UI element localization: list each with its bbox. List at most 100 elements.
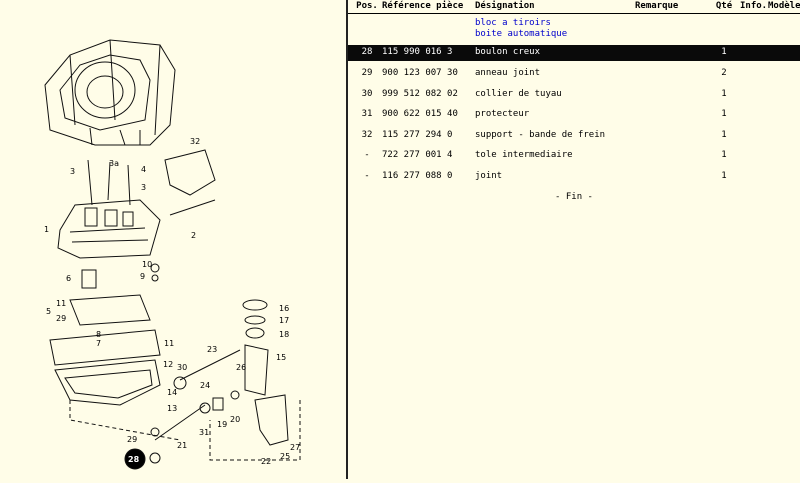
svg-text:28: 28 [128, 455, 140, 464]
cap-16-icon [242, 299, 268, 311]
row-ref: 999 512 082 02 [382, 89, 458, 99]
valve-body-icon [57, 159, 161, 259]
callout-28-highlight[interactable]: 28 [124, 448, 146, 470]
callout-2[interactable]: 2 [191, 231, 196, 240]
filter-element-icon [81, 269, 97, 289]
row-qte: 1 [721, 109, 727, 119]
bolt-28-icon [149, 452, 161, 464]
callout-22[interactable]: 22 [261, 457, 271, 466]
table-row[interactable]: 29 900 123 007 30 anneau joint 2 [348, 66, 800, 82]
header-ref: Référence pièce [382, 1, 464, 11]
parts-list-panel: Pos. Référence pièce Désignation Remarqu… [348, 0, 800, 479]
callout-25[interactable]: 25 [280, 452, 290, 461]
callout-3[interactable]: 3 [70, 167, 75, 176]
row-designation: protecteur [475, 109, 530, 119]
row-ref: 115 277 294 0 [382, 130, 453, 140]
row-ref: 115 990 016 3 [382, 47, 453, 57]
strainer-icon [69, 294, 151, 326]
callout-8[interactable]: 8 [96, 330, 101, 339]
callout-14[interactable]: 14 [167, 388, 177, 397]
group-title-line1: bloc a tiroirs [475, 18, 551, 28]
callout-3b[interactable]: 3 [141, 183, 146, 192]
row-designation: anneau joint [475, 68, 541, 78]
callout-16[interactable]: 16 [279, 304, 289, 313]
housing-15-icon [244, 344, 269, 396]
callout-13[interactable]: 13 [167, 404, 177, 413]
row-designation: support - bande de frein [475, 130, 606, 140]
callout-29a[interactable]: 29 [56, 314, 66, 323]
list-end-marker: - Fin - [555, 192, 593, 202]
washer-29-icon [150, 427, 160, 437]
callout-17[interactable]: 17 [279, 316, 289, 325]
row-qte: 1 [721, 89, 727, 99]
callout-20[interactable]: 20 [230, 415, 240, 424]
callout-12[interactable]: 12 [163, 360, 173, 369]
callout-9[interactable]: 9 [140, 272, 145, 281]
callout-11b[interactable]: 11 [164, 339, 174, 348]
row-qte: 1 [721, 171, 727, 181]
table-row[interactable]: 32 115 277 294 0 support - bande de frei… [348, 128, 800, 144]
row-designation: joint [475, 171, 503, 181]
part-19-icon [212, 397, 224, 411]
callout-1[interactable]: 1 [44, 225, 49, 234]
header-modele: Modèle [768, 1, 800, 11]
row-pos: 32 [361, 130, 373, 140]
callout-4[interactable]: 4 [141, 165, 146, 174]
row-ref: 116 277 088 0 [382, 171, 453, 181]
table-row[interactable]: 30 999 512 082 02 collier de tuyau 1 [348, 87, 800, 103]
parts-table-header: Pos. Référence pièce Désignation Remarqu… [348, 0, 800, 14]
header-designation: Désignation [475, 1, 535, 11]
callout-6[interactable]: 6 [66, 274, 71, 283]
callout-24[interactable]: 24 [200, 381, 210, 390]
table-row[interactable]: - 116 277 088 0 joint 1 [348, 169, 800, 185]
callout-21[interactable]: 21 [177, 441, 187, 450]
header-qte: Qté [715, 1, 733, 11]
row-qte: 1 [721, 130, 727, 140]
panel-divider[interactable] [346, 0, 348, 479]
callout-26[interactable]: 26 [236, 363, 246, 372]
nut-30-icon [173, 376, 187, 390]
callout-30[interactable]: 30 [177, 363, 187, 372]
exploded-parts-diagram: 32 3a 3 4 3 1 2 10 6 9 11 5 29 8 7 11 12… [0, 0, 346, 479]
row-designation: boulon creux [475, 47, 541, 57]
gasket-icon [49, 329, 161, 366]
row-pos: 29 [361, 68, 373, 78]
pipe-23-icon [179, 349, 241, 381]
group-title-line2: boite automatique [475, 29, 568, 39]
callout-32[interactable]: 32 [190, 137, 200, 146]
header-remarque: Remarque [635, 1, 679, 11]
bolt-10-icon [150, 263, 160, 273]
row-pos: 31 [361, 109, 373, 119]
part-18-icon [245, 327, 265, 339]
callout-7[interactable]: 7 [96, 339, 101, 348]
table-row[interactable]: 31 900 622 015 40 protecteur 1 [348, 107, 800, 123]
table-row[interactable]: 28 115 990 016 3 boulon creux 1 [348, 45, 800, 61]
clip-31-icon [199, 402, 211, 414]
row-pos: 28 [361, 47, 373, 57]
ring-17-icon [244, 315, 266, 325]
callout-19[interactable]: 19 [217, 420, 227, 429]
callout-11a[interactable]: 11 [56, 299, 66, 308]
row-ref: 722 277 001 4 [382, 150, 453, 160]
callout-10[interactable]: 10 [142, 260, 152, 269]
callout-31[interactable]: 31 [199, 428, 209, 437]
header-pos: Pos. [356, 1, 378, 11]
callout-18[interactable]: 18 [279, 330, 289, 339]
row-designation: tole intermediaire [475, 150, 573, 160]
row-pos: - [364, 150, 370, 160]
row-qte: 2 [721, 68, 727, 78]
callout-23[interactable]: 23 [207, 345, 217, 354]
callout-15[interactable]: 15 [276, 353, 286, 362]
callout-5[interactable]: 5 [46, 307, 51, 316]
washer-9-icon [151, 274, 159, 282]
row-ref: 900 123 007 30 [382, 68, 458, 78]
callout-3a[interactable]: 3a [109, 159, 119, 168]
diagram-drawing: 32 3a 3 4 3 1 2 10 6 9 11 5 29 8 7 11 12… [44, 39, 301, 470]
callout-29b[interactable]: 29 [127, 435, 137, 444]
oil-pan-icon [54, 359, 161, 406]
row-pos: 30 [361, 89, 373, 99]
row-qte: 1 [721, 150, 727, 160]
table-row[interactable]: - 722 277 001 4 tole intermediaire 1 [348, 148, 800, 164]
callout-27[interactable]: 27 [290, 443, 300, 452]
pipe-21-icon [154, 404, 206, 441]
